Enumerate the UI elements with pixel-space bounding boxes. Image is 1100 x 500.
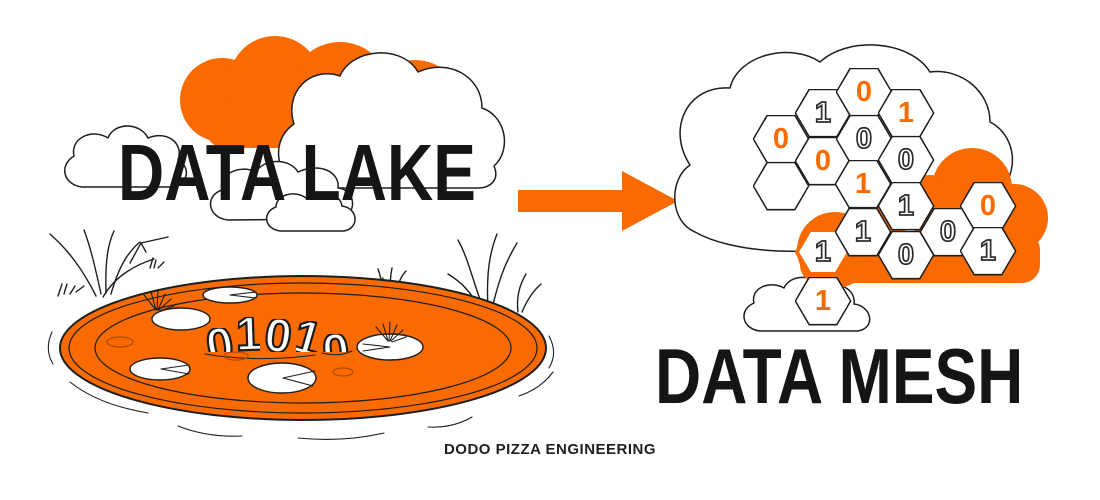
hex-cell: 0 xyxy=(959,181,1017,231)
caption: DODO PIZZA ENGINEERING xyxy=(443,441,657,458)
hex-cell: 1 xyxy=(834,207,892,257)
hex-digit: 1 xyxy=(814,284,832,317)
hex-cell-fill xyxy=(754,163,808,209)
left-clouds xyxy=(64,36,506,232)
hex-digit: 0 xyxy=(897,238,915,272)
hex-cell-fill xyxy=(961,183,1015,229)
hex-digit: 1 xyxy=(854,215,872,249)
hex-cell-fill xyxy=(879,137,933,183)
hex-cell xyxy=(752,161,810,211)
lake-scene xyxy=(47,229,555,440)
hex-digit: 0 xyxy=(772,122,790,155)
grass-left xyxy=(49,229,169,298)
data-lake-title: DATA LAKE xyxy=(118,128,476,217)
hex-digit: 1 xyxy=(979,234,997,268)
lake-rim xyxy=(68,282,538,414)
hex-cell-fill xyxy=(879,183,933,229)
hex-cell-fill xyxy=(836,209,890,255)
hex-digit: 0 xyxy=(814,144,832,177)
water-ripples xyxy=(204,350,353,360)
hex-cell-fill xyxy=(836,161,890,207)
lily-pads xyxy=(129,286,424,394)
hex-digit: 1 xyxy=(897,189,915,223)
hex-cell: 1 xyxy=(794,276,852,326)
hex-cell: 0 xyxy=(794,136,852,186)
water-dots xyxy=(106,336,354,377)
text-cloud-2 xyxy=(266,191,356,232)
hex-digit: 1 xyxy=(814,96,832,130)
hex-digit: 0 xyxy=(897,143,915,177)
lake-inner-ring xyxy=(94,292,512,404)
hex-digit: 0 xyxy=(939,215,957,249)
hex-cell: 1 xyxy=(877,181,935,231)
white-cloud-left xyxy=(277,52,506,189)
small-cloud-left xyxy=(64,125,188,188)
hex-digit: 0 xyxy=(855,122,873,156)
motion-dashes xyxy=(47,331,555,440)
hex-digit: 1 xyxy=(897,96,915,129)
hex-cell: 0 xyxy=(877,135,935,185)
hex-digit: 1 xyxy=(854,167,872,200)
arrow-right-icon xyxy=(518,171,678,231)
reed-flowers xyxy=(143,290,407,343)
data-mesh-title: DATA MESH xyxy=(655,332,1024,420)
hex-digit: 0 xyxy=(855,75,873,108)
hex-digit: 1 xyxy=(814,235,832,269)
hex-digit: 0 xyxy=(979,189,997,222)
hex-cell: 1 xyxy=(834,159,892,209)
